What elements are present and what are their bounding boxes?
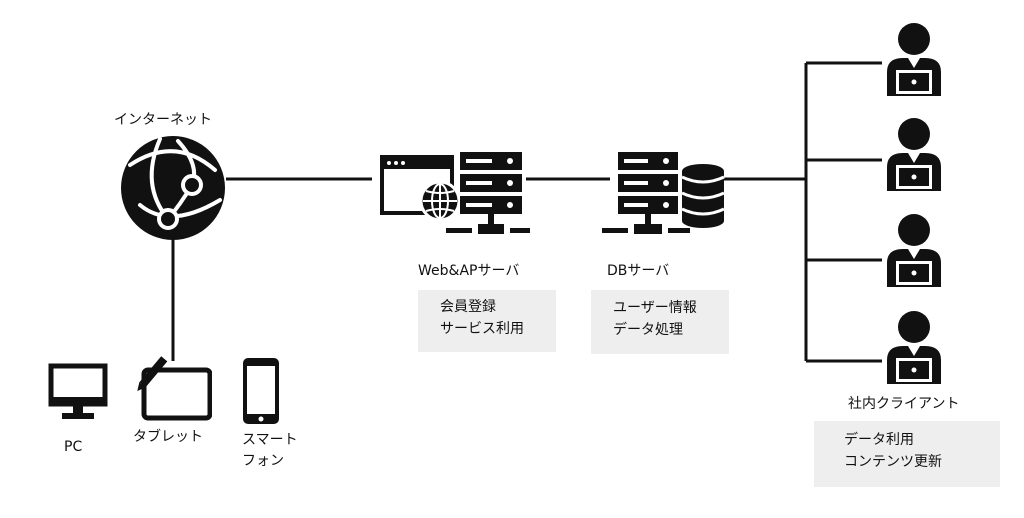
clients-description-box: データ利用 コンテンツ更新	[814, 421, 1000, 487]
monitor-icon	[48, 363, 108, 419]
user-laptop-icon	[887, 23, 941, 96]
db-desc-line-1: ユーザー情報	[613, 300, 697, 316]
smartphone-icon	[243, 358, 279, 424]
clients-label: 社内クライアント	[848, 396, 960, 412]
db-server-label: DBサーバ	[607, 263, 670, 279]
clients-desc-line-2: コンテンツ更新	[844, 454, 942, 470]
web-ap-description-box: 会員登録 サービス利用	[418, 290, 556, 352]
user-laptop-icon	[887, 118, 941, 191]
browser-web-icon	[380, 155, 461, 222]
smartphone-label-line-2: フォン	[242, 453, 284, 469]
web-ap-server-label: Web&APサーバ	[418, 263, 520, 279]
web-ap-desc-line-2: サービス利用	[440, 321, 524, 337]
web-ap-desc-line-1: 会員登録	[440, 299, 496, 315]
db-desc-line-2: データ処理	[613, 322, 683, 338]
user-laptop-icon	[887, 214, 941, 287]
pc-label: PC	[64, 439, 83, 455]
db-server-rack-icon	[602, 152, 690, 234]
internet-label: インターネット	[114, 112, 212, 128]
database-icon	[681, 164, 725, 228]
tablet-pen-icon	[137, 356, 212, 421]
user-laptop-icon	[887, 311, 941, 384]
db-description-box: ユーザー情報 データ処理	[591, 290, 729, 354]
globe-network-icon	[121, 136, 225, 240]
tablet-label: タブレット	[133, 429, 203, 445]
smartphone-label-line-1: スマート	[242, 432, 298, 448]
clients-desc-line-1: データ利用	[844, 432, 914, 448]
server-rack-icon	[446, 152, 530, 234]
